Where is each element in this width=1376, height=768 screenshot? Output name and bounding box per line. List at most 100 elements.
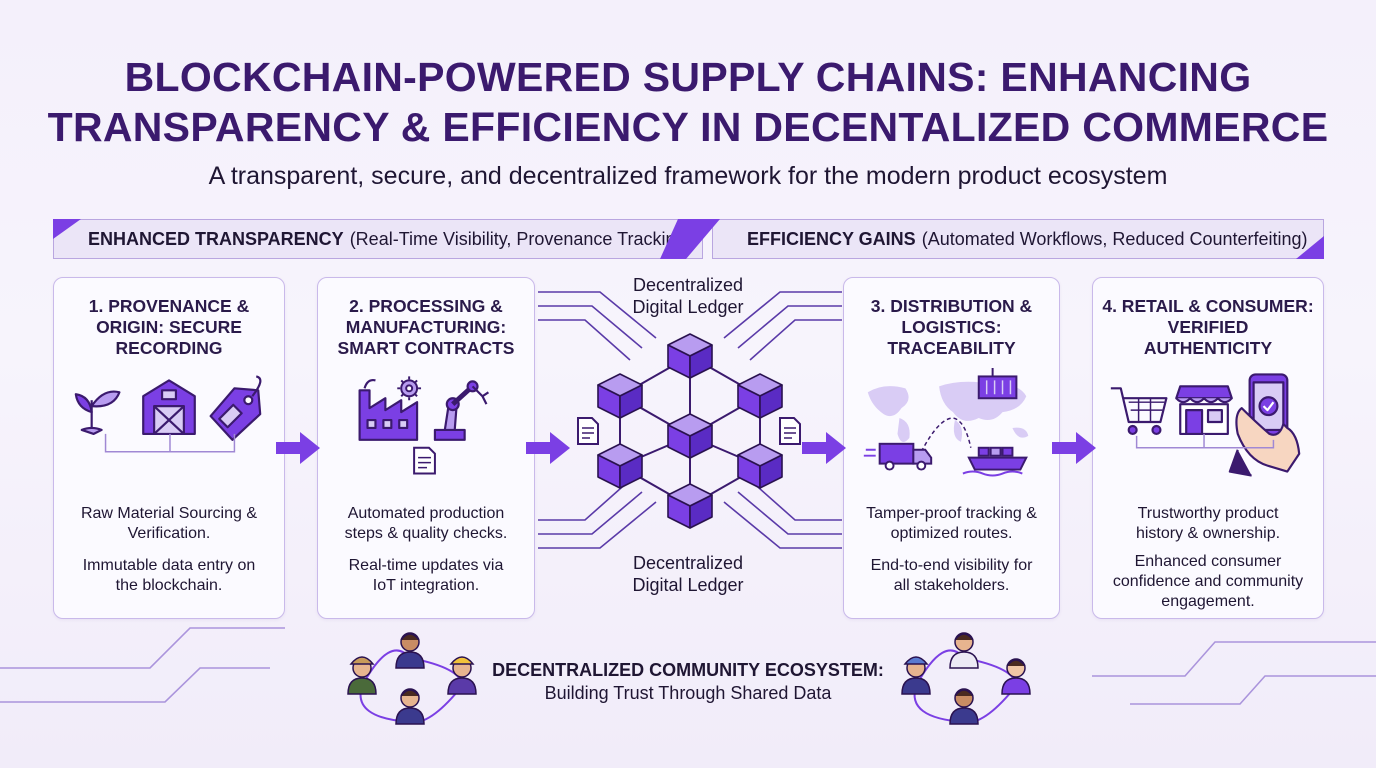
stage-4-text-2: Enhanced consumer confidence and communi… bbox=[1093, 552, 1323, 612]
stage-3-title-line-2: LOGISTICS: bbox=[901, 317, 1002, 337]
stage-3-text-1-line-2: optimized routes. bbox=[890, 525, 1013, 542]
banner-right-heading: EFFICIENCY GAINS bbox=[747, 228, 916, 249]
ledger-label-top: Decentralized Digital Ledger bbox=[608, 274, 768, 318]
sprout-icon bbox=[74, 390, 121, 435]
stage-2-text-1: Automated production steps & quality che… bbox=[318, 504, 534, 544]
stage-2-text-1-line-1: Automated production bbox=[347, 505, 505, 522]
person-avatar-icon bbox=[447, 656, 477, 695]
stage-4-text-1-line-1: Trustworthy product bbox=[1137, 505, 1279, 522]
factory-icon bbox=[358, 378, 419, 441]
person-avatar-icon bbox=[1001, 658, 1031, 695]
ledger-block-cube bbox=[597, 373, 643, 419]
person-avatar-icon bbox=[395, 688, 425, 725]
banner-divider-accent bbox=[660, 219, 720, 259]
robot-arm-icon bbox=[433, 380, 490, 441]
flow-arrow-right-1 bbox=[276, 432, 320, 464]
banner-left-heading: ENHANCED TRANSPARENCY bbox=[88, 228, 344, 249]
title-line-2: TRANSPARENCY & EFFICIENCY IN DECENTALIZE… bbox=[47, 104, 1329, 150]
circuit-traces bbox=[538, 291, 842, 549]
stage-2-title-line-2: MANUFACTURING: bbox=[345, 317, 507, 337]
ledger-top-line-1: Decentralized bbox=[632, 275, 744, 295]
ledger-block-cube bbox=[667, 483, 713, 529]
community-title: DECENTRALIZED COMMUNITY ECOSYSTEM: bbox=[492, 660, 884, 680]
ledger-block-cube bbox=[667, 333, 713, 379]
stage-3-text-2-line-1: End-to-end visibility for bbox=[870, 557, 1033, 574]
banner-enhanced-transparency: ENHANCED TRANSPARENCY (Real-Time Visibil… bbox=[53, 219, 703, 259]
stage-3-text-1: Tamper-proof tracking & optimized routes… bbox=[844, 504, 1059, 544]
stage-2-title-line-3: SMART CONTRACTS bbox=[337, 338, 515, 358]
page-title: BLOCKCHAIN-POWERED SUPPLY CHAINS: ENHANC… bbox=[0, 52, 1376, 152]
ledger-block-cube bbox=[597, 443, 643, 489]
stage-1-text-2: Immutable data entry on the blockchain. bbox=[54, 556, 284, 596]
page-subtitle: A transparent, secure, and decentralized… bbox=[208, 162, 1168, 190]
shopping-cart-icon bbox=[1110, 387, 1168, 435]
banner-left-corner-accent bbox=[53, 219, 81, 239]
community-subtitle: Building Trust Through Shared Data bbox=[544, 683, 832, 703]
stage-1-text-1-line-2: Verification. bbox=[127, 525, 211, 542]
person-avatar-icon bbox=[395, 632, 425, 669]
stage-card-distribution: 3. DISTRIBUTION & LOGISTICS: TRACEABILIT… bbox=[843, 277, 1060, 619]
stage-3-title-line-1: 3. DISTRIBUTION & bbox=[870, 296, 1033, 316]
storefront-icon bbox=[1175, 385, 1233, 435]
flow-arrow-right-2 bbox=[526, 432, 570, 464]
stage-4-text-2-line-1: Enhanced consumer bbox=[1134, 553, 1282, 570]
person-avatar-icon bbox=[347, 656, 377, 695]
flow-arrow-right-3 bbox=[802, 432, 846, 464]
gear-icon bbox=[397, 376, 422, 401]
stage-4-title-line-3: AUTHENTICITY bbox=[1143, 338, 1273, 358]
tag-icon bbox=[209, 375, 262, 441]
stage-1-text-1: Raw Material Sourcing & Verification. bbox=[54, 504, 284, 544]
stage-3-text-2-line-2: all stakeholders. bbox=[893, 577, 1010, 594]
stage-1-icons bbox=[74, 375, 262, 453]
stage-1-text-2-line-1: Immutable data entry on bbox=[82, 557, 256, 574]
stage-3-text-2: End-to-end visibility for all stakeholde… bbox=[844, 556, 1059, 596]
container-icon bbox=[977, 368, 1018, 400]
stage-3-title-line-3: TRACEABILITY bbox=[887, 338, 1016, 358]
document-icon bbox=[577, 417, 599, 445]
ledger-blocks bbox=[597, 333, 783, 529]
person-avatar-icon bbox=[949, 688, 979, 725]
title-line-1: BLOCKCHAIN-POWERED SUPPLY CHAINS: ENHANC… bbox=[124, 54, 1252, 100]
ship-icon bbox=[962, 446, 1028, 477]
stage-1-title: 1. PROVENANCE & ORIGIN: SECURE RECORDING bbox=[54, 296, 284, 359]
stage-1-title-line-3: RECORDING bbox=[115, 338, 223, 358]
stage-card-retail: 4. RETAIL & CONSUMER: VERIFIED AUTHENTIC… bbox=[1092, 277, 1324, 619]
stage-4-text-2-line-2: confidence and community bbox=[1112, 573, 1304, 590]
stage-4-text-1: Trustworthy product history & ownership. bbox=[1093, 504, 1323, 544]
stage-card-processing: 2. PROCESSING & MANUFACTURING: SMART CON… bbox=[317, 277, 535, 619]
person-avatar-icon bbox=[949, 632, 979, 669]
ledger-label-bottom: Decentralized Digital Ledger bbox=[608, 552, 768, 596]
stage-4-icons bbox=[1110, 373, 1301, 477]
banner-right-detail: (Automated Workflows, Reduced Counterfei… bbox=[921, 228, 1308, 249]
truck-icon bbox=[863, 442, 933, 471]
phone-verified-icon bbox=[1228, 373, 1301, 477]
ledger-block-cube bbox=[737, 443, 783, 489]
ledger-block-cube bbox=[737, 373, 783, 419]
stage-2-text-2-line-2: IoT integration. bbox=[372, 577, 480, 594]
stage-4-title: 4. RETAIL & CONSUMER: VERIFIED AUTHENTIC… bbox=[1093, 296, 1323, 359]
stage-2-title-line-1: 2. PROCESSING & bbox=[349, 296, 503, 316]
community-group-right bbox=[901, 632, 1031, 725]
blockchain-network-diagram bbox=[538, 291, 842, 549]
banner-right-corner-accent bbox=[1296, 236, 1324, 259]
document-icon bbox=[413, 446, 436, 475]
stage-2-text-2-line-1: Real-time updates via bbox=[348, 557, 504, 574]
stage-2-icons bbox=[358, 376, 490, 475]
barn-icon bbox=[142, 379, 196, 435]
ledger-bottom-line-1: Decentralized bbox=[632, 553, 744, 573]
stage-4-title-line-2: VERIFIED bbox=[1167, 317, 1249, 337]
stage-card-provenance: 1. PROVENANCE & ORIGIN: SECURE RECORDING bbox=[53, 277, 285, 619]
stage-1-title-line-2: ORIGIN: SECURE bbox=[96, 317, 242, 337]
banner-efficiency-gains: EFFICIENCY GAINS (Automated Workflows, R… bbox=[712, 219, 1324, 259]
stage-3-icons bbox=[863, 368, 1029, 477]
community-group-left bbox=[347, 632, 477, 725]
route-line bbox=[920, 417, 972, 453]
flow-arrow-right-4 bbox=[1052, 432, 1096, 464]
stage-2-text-2: Real-time updates via IoT integration. bbox=[318, 556, 534, 596]
ledger-top-line-2: Digital Ledger bbox=[632, 297, 744, 317]
stage-4-title-line-1: 4. RETAIL & CONSUMER: bbox=[1102, 296, 1314, 316]
stage-1-text-1-line-1: Raw Material Sourcing & bbox=[80, 505, 258, 522]
stage-1-text-2-line-2: the blockchain. bbox=[115, 577, 223, 594]
stage-1-title-line-1: 1. PROVENANCE & bbox=[88, 296, 250, 316]
